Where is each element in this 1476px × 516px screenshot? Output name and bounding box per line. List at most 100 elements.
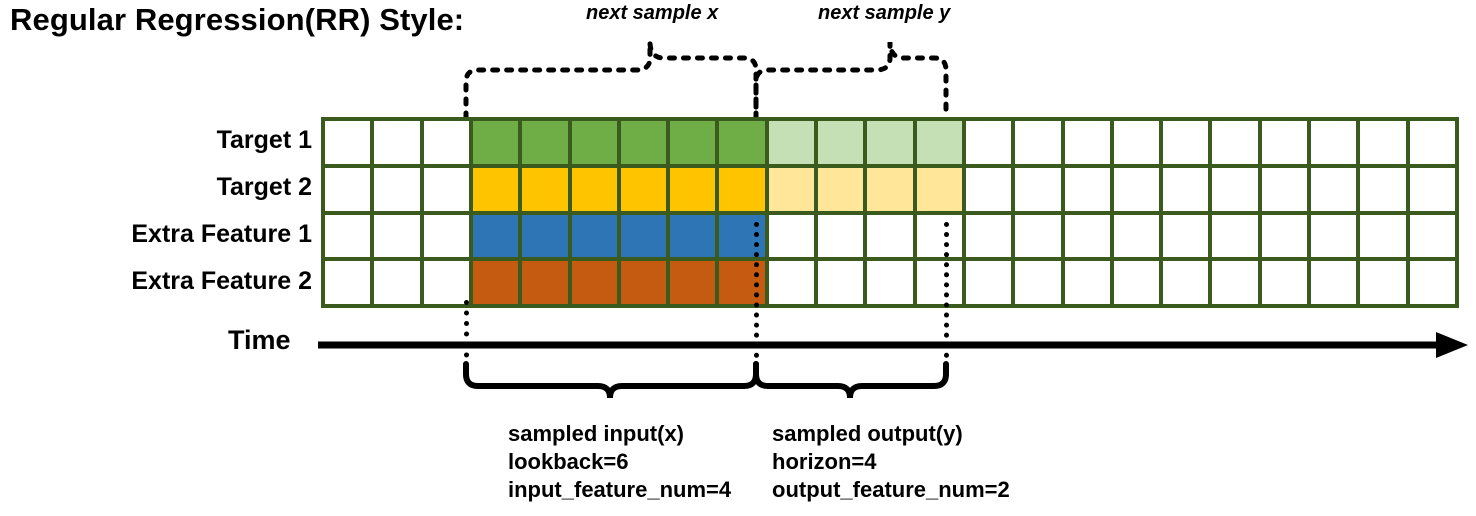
grid-cell (1163, 214, 1209, 258)
time-axis-label: Time (228, 325, 291, 355)
grid-cell (1212, 214, 1258, 258)
grid-cell (620, 121, 667, 164)
page-title: Regular Regression(RR) Style: (10, 2, 465, 37)
grid-cell (1163, 167, 1209, 211)
annotation-input-line-2: lookback=6 (508, 449, 629, 474)
grid-cell (423, 261, 469, 304)
grid-cell (374, 167, 420, 211)
grid-cell (1311, 214, 1357, 258)
grid-cell (1064, 214, 1110, 258)
grid-cell (965, 261, 1012, 304)
row-label-extra-feature-2: Extra Feature 2 (131, 267, 312, 295)
grid-cell (423, 214, 469, 258)
grid-cell (818, 214, 864, 258)
grid-cell (1409, 121, 1455, 164)
row-label-extra-feature-1: Extra Feature 1 (131, 220, 312, 248)
grid-cell (1163, 121, 1209, 164)
grid-cell (620, 214, 667, 258)
top-dotted-braces (463, 41, 949, 121)
grid-cell (818, 121, 864, 164)
grid-cell (965, 167, 1012, 211)
grid-cell (1409, 261, 1455, 304)
annotation-input-line-1: sampled input(x) (508, 421, 685, 446)
grid-cell (571, 167, 617, 211)
grid-cell (916, 261, 962, 304)
grid-cell (1015, 214, 1061, 258)
grid-cell (1113, 261, 1160, 304)
grid-cell (768, 214, 815, 258)
grid-cell (472, 167, 519, 211)
grid-cell (1113, 121, 1160, 164)
grid-cell (1409, 167, 1455, 211)
grid-cell (1261, 167, 1308, 211)
grid-cell (325, 214, 371, 258)
grid-cell (1360, 121, 1406, 164)
guide-line-input-end (754, 222, 759, 368)
grid-cell (522, 214, 568, 258)
grid-cell (472, 214, 519, 258)
grid-cell (620, 167, 667, 211)
grid-cell (1261, 121, 1308, 164)
grid-cell (472, 121, 519, 164)
grid-cell (670, 214, 716, 258)
annotation-output-line-3: output_feature_num=2 (772, 477, 1010, 502)
grid-cell (1015, 261, 1061, 304)
grid-cell (1360, 214, 1406, 258)
grid-cell (1409, 214, 1455, 258)
grid-cell (965, 121, 1012, 164)
grid-cell (1311, 261, 1357, 304)
grid-cell (571, 261, 617, 304)
grid-cell (374, 121, 420, 164)
grid-cell (571, 121, 617, 164)
grid-cell (1064, 167, 1110, 211)
grid-cell (522, 121, 568, 164)
grid-cell (325, 121, 371, 164)
grid-cell (423, 121, 469, 164)
grid-cell (1015, 121, 1061, 164)
grid-cell (620, 261, 667, 304)
grid-cell (916, 167, 962, 211)
grid-cell (1360, 167, 1406, 211)
grid-cell (522, 261, 568, 304)
grid-cell (670, 167, 716, 211)
grid-cell (1212, 167, 1258, 211)
grid-cell (818, 261, 864, 304)
row-label-target-2: Target 2 (216, 173, 312, 201)
time-axis-arrow (318, 332, 1468, 358)
annotation-output-line-1: sampled output(y) (772, 421, 963, 446)
grid-cell (1360, 261, 1406, 304)
grid-cell (571, 214, 617, 258)
annotation-sampled-output: sampled output(y) horizon=4 output_featu… (772, 420, 1010, 504)
grid-cell (374, 261, 420, 304)
grid-cell (768, 167, 815, 211)
grid-cell (1064, 261, 1110, 304)
grid-cell (719, 167, 765, 211)
caption-next-sample-y: next sample y (818, 2, 951, 24)
grid-cell (867, 214, 913, 258)
grid-cell (1212, 121, 1258, 164)
grid-cell (916, 121, 962, 164)
annotation-input-line-3: input_feature_num=4 (508, 477, 732, 502)
grid-cell (965, 214, 1012, 258)
grid-cell (1015, 167, 1061, 211)
grid-cell (1261, 261, 1308, 304)
guide-line-output-end (944, 222, 949, 368)
grid-cell (374, 214, 420, 258)
caption-next-sample-x: next sample x (586, 2, 719, 24)
grid-cell (325, 167, 371, 211)
grid-cell (818, 167, 864, 211)
grid-cell (670, 261, 716, 304)
grid-cell (1311, 167, 1357, 211)
grid-cell (325, 261, 371, 304)
grid-cell (1212, 261, 1258, 304)
grid-cell (1261, 214, 1308, 258)
row-label-target-1: Target 1 (216, 126, 312, 154)
timeseries-grid (321, 117, 1459, 308)
grid-cell (768, 121, 815, 164)
grid-cell (1113, 214, 1160, 258)
grid-cell (1064, 121, 1110, 164)
grid-cell (867, 167, 913, 211)
grid-cell (670, 121, 716, 164)
grid-cell (719, 121, 765, 164)
